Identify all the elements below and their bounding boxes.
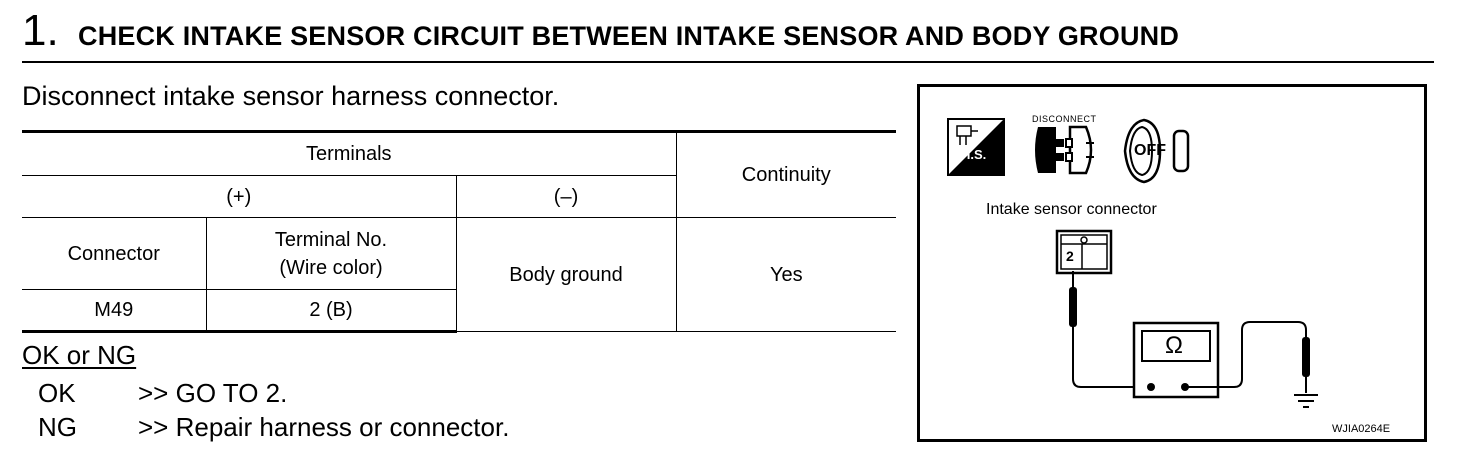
- terminals-table: Terminals Continuity (+) (–) Connector T…: [22, 130, 897, 333]
- terminal-no-label: Terminal No.: [274, 228, 388, 251]
- figure-code: WJIA0264E: [1332, 423, 1391, 435]
- disconnect-connector-icon: [1035, 125, 1094, 175]
- connector-value-cell: M49: [22, 289, 207, 333]
- ok-action: >> GO TO 2.: [138, 378, 288, 408]
- connector-header: Connector: [22, 217, 207, 290]
- result-heading: OK or NG: [22, 340, 137, 370]
- hs-label: H.S.: [961, 147, 987, 162]
- ignition-off-icon: [1123, 118, 1190, 184]
- ground-icon: [1294, 394, 1318, 408]
- harness-service-icon: [947, 118, 1005, 176]
- wire-color-label: (Wire color): [279, 256, 383, 279]
- positive-probe: [1069, 271, 1146, 388]
- intake-sensor-connector: [1055, 229, 1113, 275]
- ng-action: >> Repair harness or connector.: [138, 412, 510, 442]
- terminal-number-label: 2: [1066, 248, 1074, 264]
- continuity-header: Continuity: [675, 130, 897, 218]
- body-ground-cell: Body ground: [455, 217, 677, 332]
- off-label: OFF: [1134, 142, 1166, 159]
- ok-code: OK: [38, 378, 76, 408]
- disconnect-label: DISCONNECT: [1032, 114, 1097, 124]
- circuit-figure: H.S. DISCONNECT OFF Intake sensor connec…: [917, 84, 1427, 442]
- heading-rule: [22, 61, 1434, 63]
- negative-probe: [1185, 321, 1310, 393]
- step-heading: 1. CHECK INTAKE SENSOR CIRCUIT BETWEEN I…: [22, 4, 1434, 62]
- terminals-header: Terminals: [22, 130, 677, 176]
- instruction-text: Disconnect intake sensor harness connect…: [22, 81, 560, 111]
- step-title: CHECK INTAKE SENSOR CIRCUIT BETWEEN INTA…: [78, 21, 1180, 51]
- continuity-value-cell: Yes: [675, 217, 897, 332]
- result-ok-row: OK >> GO TO 2.: [38, 378, 287, 408]
- ohm-symbol: Ω: [1165, 332, 1183, 359]
- ohmmeter-icon: [1132, 321, 1220, 399]
- terminal-value-cell: 2 (B): [205, 289, 457, 333]
- plus-header: (+): [22, 175, 457, 218]
- result-ng-row: NG >> Repair harness or connector.: [38, 412, 509, 442]
- step-number: 1.: [22, 6, 59, 55]
- minus-header: (–): [455, 175, 677, 218]
- circuit-diagram: [947, 118, 1318, 408]
- terminal-no-header: Terminal No. (Wire color): [205, 217, 457, 290]
- ng-code: NG: [38, 412, 77, 442]
- connector-label: Intake sensor connector: [986, 201, 1157, 218]
